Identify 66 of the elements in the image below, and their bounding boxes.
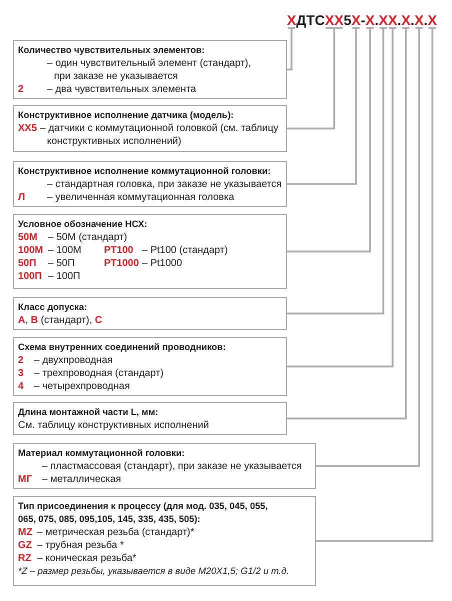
- spec-box: [13, 496, 316, 586]
- box-heading: Класс допуска:: [18, 301, 88, 314]
- box-heading: Материал коммутационной головки:: [18, 447, 185, 460]
- option-description: – 100П: [48, 270, 80, 283]
- leader-line: [286, 27, 410, 420]
- option-code: 2: [18, 83, 24, 96]
- option-description: – 50П: [48, 257, 75, 270]
- leader-line: [286, 27, 388, 314]
- option-description: – один чувствительный элемент (стандарт), при заказе не указывается: [47, 57, 252, 83]
- box-heading: Длина монтажной части L, мм:: [18, 406, 158, 419]
- option-code: Л: [18, 191, 26, 204]
- option-code: RZ: [18, 552, 32, 565]
- leader-line: [286, 27, 375, 252]
- option-code: 4: [18, 380, 24, 393]
- option-description: – датчики с коммутационной головкой (см. таблицу конструктивных исполнений): [40, 122, 280, 148]
- option-code: MZ: [18, 526, 32, 539]
- option-description: – двухпроводная: [34, 354, 113, 367]
- option-code: 2: [18, 354, 24, 367]
- option-code: 50П: [18, 257, 36, 270]
- option-description: – пластмассовая (стандарт), при заказе не указывается: [42, 460, 302, 473]
- option-code: РТ100: [104, 244, 134, 257]
- option-description: – трубная резьба *: [37, 539, 124, 552]
- box-heading: Конструктивное исполнение коммутационной головки:: [18, 165, 271, 178]
- option-description: – Pt100 (стандарт): [142, 244, 228, 257]
- box-heading: Количество чувствительных элементов:: [18, 44, 205, 57]
- box-heading: Условное обозначение НСХ:: [18, 218, 148, 231]
- order-code: XДТСXX5X-X.XX.X.X.X: [286, 12, 437, 28]
- leader-line: [286, 27, 344, 130]
- box-heading: Конструктивное исполнение датчика (модель):: [18, 109, 234, 122]
- leader-line: [315, 27, 424, 467]
- leader-line: [315, 27, 437, 542]
- option-description: – увеличенная коммутационная головка: [47, 191, 234, 204]
- spec-box: [13, 161, 287, 207]
- leader-line: [286, 27, 296, 70]
- spec-box: [13, 40, 287, 99]
- option-description: – трехпроводная (стандарт): [34, 367, 164, 380]
- option-description: – 50М (стандарт): [48, 231, 128, 244]
- leader-line: [286, 27, 361, 185]
- option-description: – четырехпроводная: [34, 380, 130, 393]
- footnote-text: *Z – размер резьбы, указывается в виде M20X1,5; G1/2 и т.д.: [18, 565, 290, 578]
- option-description: – Pt1000: [142, 257, 182, 270]
- leader-line: [286, 27, 398, 368]
- option-code: МГ: [18, 473, 32, 486]
- spec-box: [13, 337, 287, 396]
- option-code: 50М: [18, 231, 38, 244]
- option-description: – 100М: [48, 244, 82, 257]
- option-description: – металлическая: [42, 473, 122, 486]
- option-code: 100М: [18, 244, 44, 257]
- option-description: – метрическая резьба (стандарт)*: [37, 526, 194, 539]
- option-text: А, В (стандарт), С: [18, 314, 102, 327]
- option-code: 3: [18, 367, 24, 380]
- spec-box: [13, 214, 287, 289]
- spec-box: [13, 402, 287, 435]
- option-code: GZ: [18, 539, 32, 552]
- spec-box: [13, 443, 316, 489]
- spec-box: [13, 297, 287, 330]
- note-text: См. таблицу конструктивных исполнений: [18, 419, 209, 432]
- option-description: – стандартная головка, при заказе не указывается: [47, 178, 282, 191]
- box-heading: Тип присоединения к процессу (для мод. 035, 045, 055, 065, 075, 085, 095,105, 145, 335, 435, 505):: [18, 500, 269, 526]
- option-description: – два чувствительных элемента: [47, 83, 196, 96]
- option-code: 100П: [18, 270, 42, 283]
- option-code: XX5: [18, 122, 37, 136]
- option-code: РТ1000: [104, 257, 139, 270]
- box-heading: Схема внутренних соединений проводников:: [18, 341, 226, 354]
- spec-box: [13, 105, 287, 152]
- option-description: – коническая резьба*: [37, 552, 136, 565]
